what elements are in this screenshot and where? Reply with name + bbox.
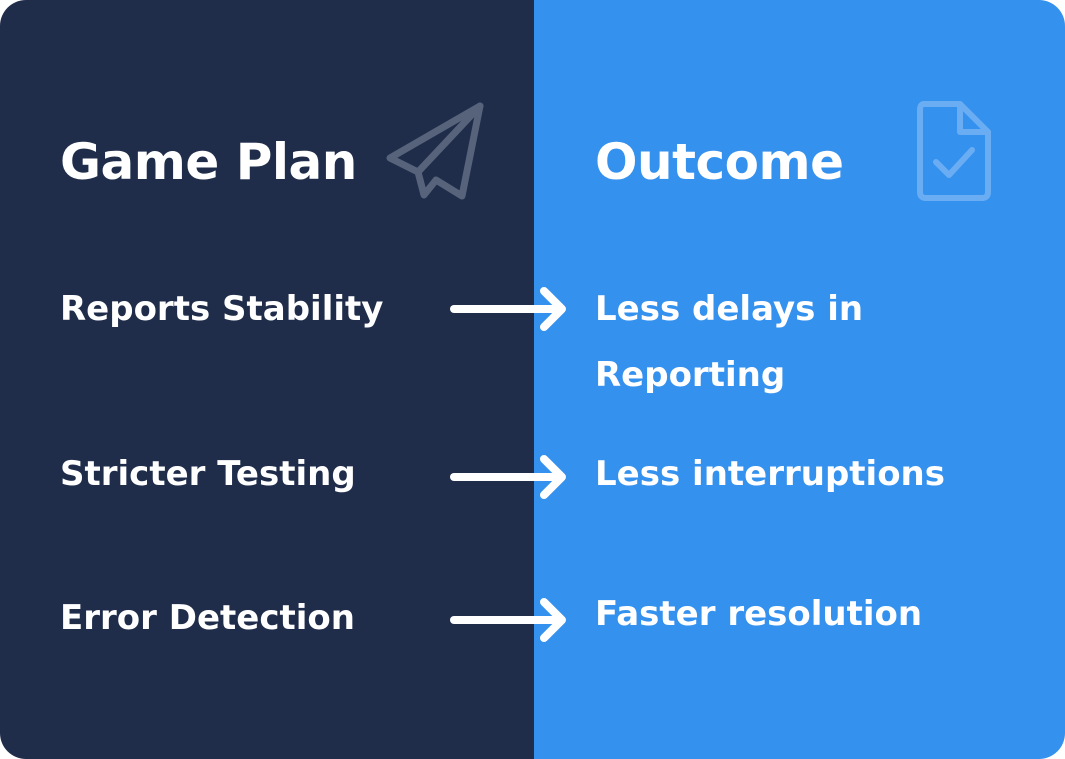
- document-check-icon: [917, 101, 991, 201]
- outcome-panel: Outcome Less delays in Reporting Less in…: [534, 0, 1065, 759]
- arrow-icon: [450, 455, 566, 499]
- plan-item-reports-stability: Reports Stability: [60, 289, 384, 329]
- outcome-item-faster-resolution: Faster resolution: [595, 594, 923, 634]
- arrow-icon: [450, 287, 566, 331]
- outcome-item-less-delays: Less delays in Reporting: [595, 289, 864, 395]
- outcome-item-less-interruptions: Less interruptions: [595, 454, 945, 494]
- paper-plane-icon: [386, 102, 484, 200]
- game-plan-panel: Game Plan Reports Stability Stricter Tes…: [0, 0, 534, 759]
- plan-item-error-detection: Error Detection: [60, 598, 355, 638]
- outcome-title: Outcome: [595, 133, 844, 191]
- plan-item-stricter-testing: Stricter Testing: [60, 454, 356, 494]
- game-plan-title: Game Plan: [60, 133, 357, 191]
- arrow-icon: [450, 598, 566, 642]
